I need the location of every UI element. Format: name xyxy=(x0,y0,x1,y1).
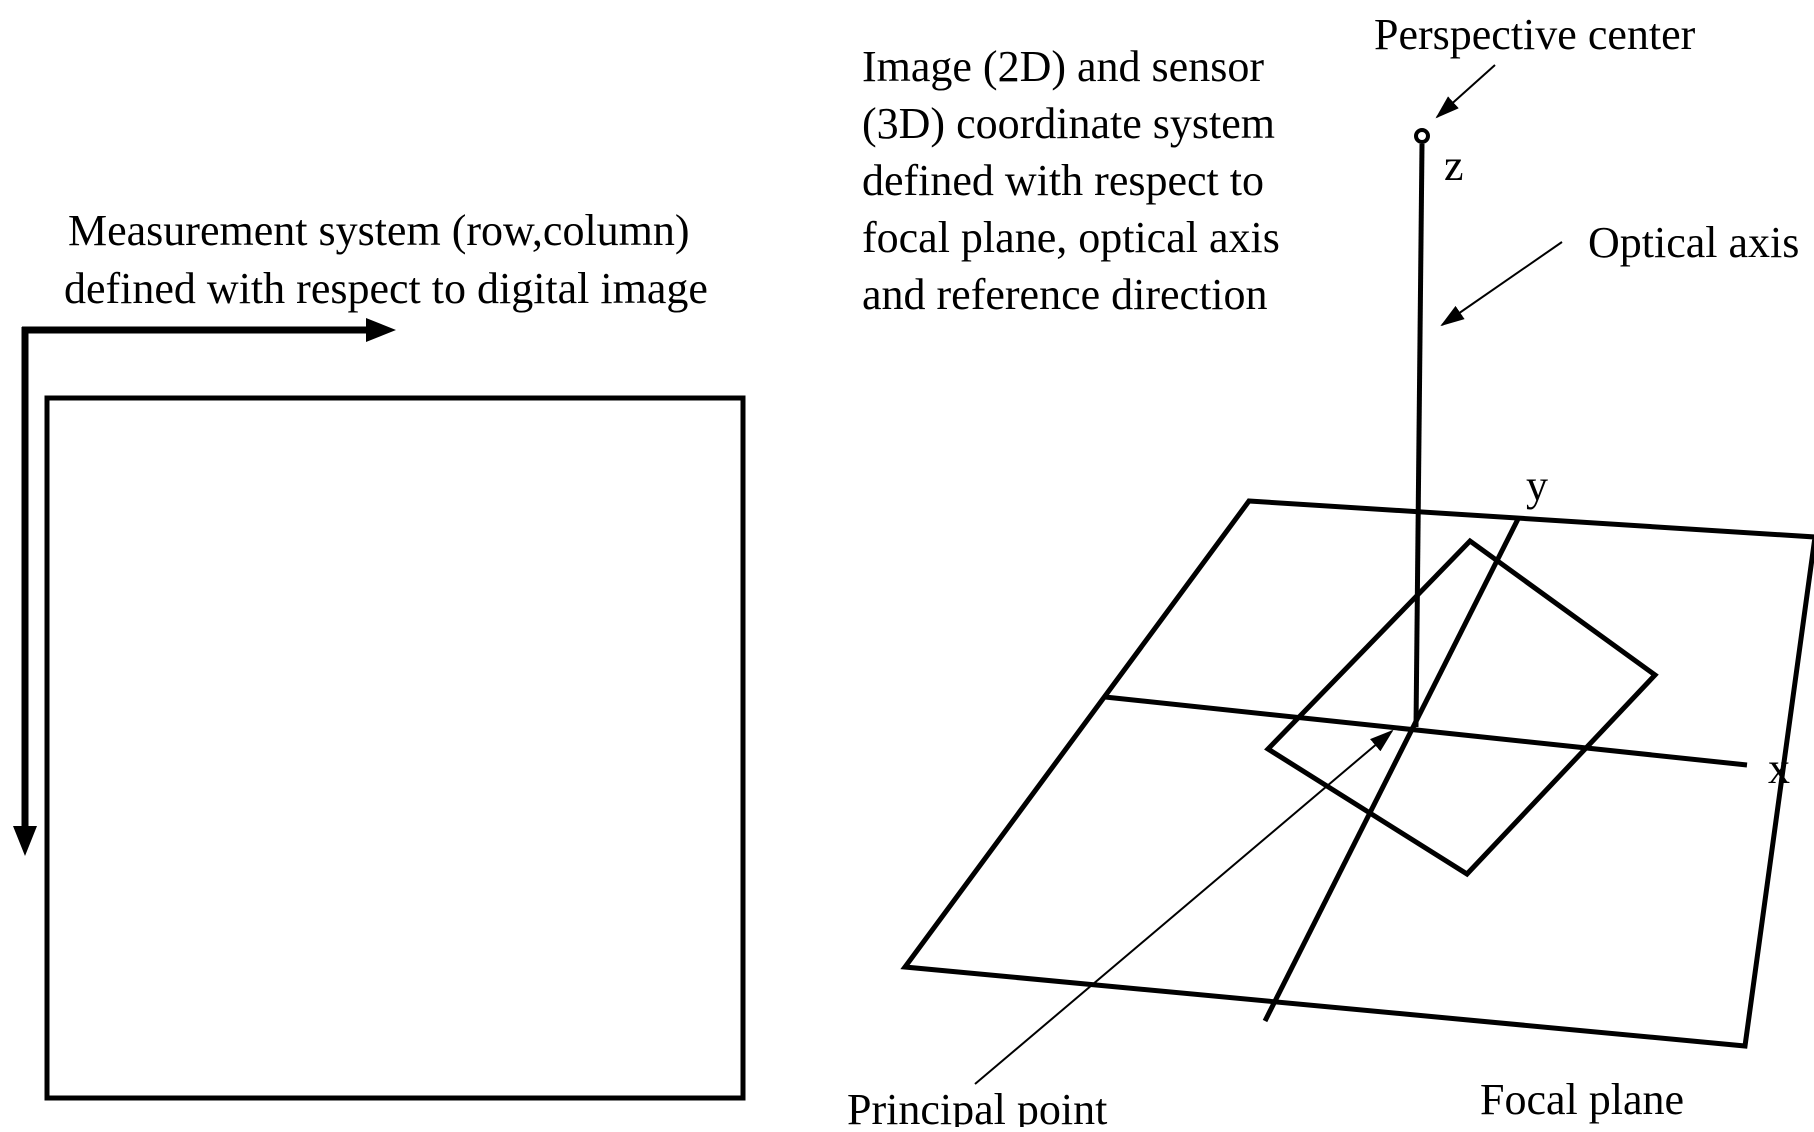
pixel-grid xyxy=(44,395,746,1101)
x-axis-label: x xyxy=(1768,744,1790,793)
perspective-center-pointer xyxy=(1435,64,1496,119)
principal-point-pointer xyxy=(974,729,1394,1085)
principal-point-label: Principal point xyxy=(847,1085,1107,1127)
focal-plane xyxy=(900,498,1814,1049)
row-axis-arrowhead xyxy=(13,826,37,856)
description-line-1: Image (2D) and sensor xyxy=(862,42,1264,91)
y-axis-line xyxy=(1262,517,1521,1023)
image-rectangle xyxy=(1264,537,1659,878)
optical-axis-pointer xyxy=(1440,241,1563,327)
description-line-3: defined with respect to xyxy=(862,156,1264,205)
y-axis-label: y xyxy=(1526,461,1548,510)
pixel-grid-border xyxy=(44,395,746,1101)
measurement-caption-line1: Measurement system (row,column) xyxy=(68,206,690,255)
description-line-2: (3D) coordinate system xyxy=(862,99,1275,148)
column-axis-arrowhead xyxy=(366,318,396,342)
optical-axis-line xyxy=(1413,143,1425,728)
perspective-center-label: Perspective center xyxy=(1374,10,1696,59)
description-line-5: and reference direction xyxy=(862,270,1268,319)
optical-axis-label: Optical axis xyxy=(1588,218,1799,267)
description-block: Image (2D) and sensor (3D) coordinate sy… xyxy=(862,42,1280,319)
measurement-caption-line2: defined with respect to digital image xyxy=(64,264,708,313)
x-axis-line xyxy=(1104,694,1748,768)
focal-plane-label: Focal plane xyxy=(1480,1075,1684,1124)
perspective-center-point xyxy=(1414,128,1430,144)
z-axis-label: z xyxy=(1444,141,1464,190)
description-line-4: focal plane, optical axis xyxy=(862,213,1280,262)
